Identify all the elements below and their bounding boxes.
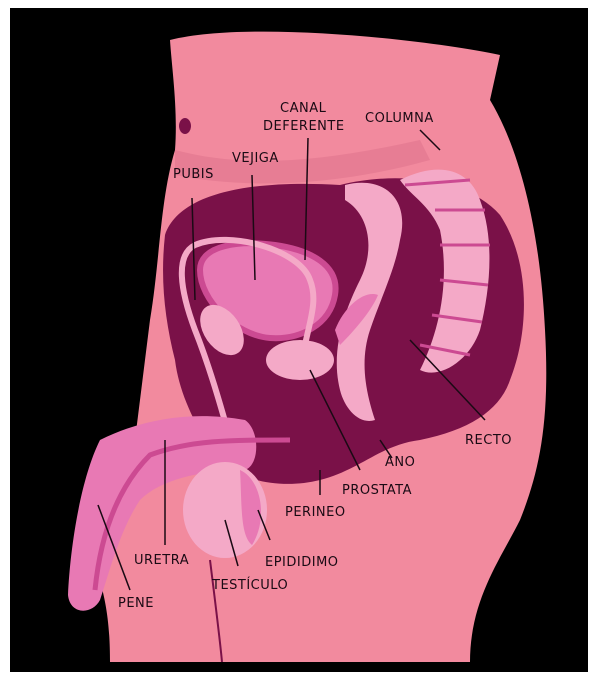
label-recto: RECTO [465,433,512,448]
label-canal-deferente-line2: DEFERENTE [263,119,345,134]
navel [179,118,191,134]
label-testiculo: TESTÍCULO [211,577,288,593]
label-columna: COLUMNA [365,111,434,126]
label-pubis: PUBIS [173,167,214,182]
label-pene: PENE [118,596,154,611]
label-canal-deferente-line1: CANAL [280,101,327,116]
label-perineo: PERINEO [285,505,346,520]
label-epididimo: EPIDIDIMO [265,555,339,570]
label-ano: ANO [385,455,415,470]
label-vejiga: VEJIGA [232,151,279,166]
label-uretra: URETRA [134,553,189,568]
label-prostata: PROSTATA [342,483,412,498]
prostate [266,340,334,380]
